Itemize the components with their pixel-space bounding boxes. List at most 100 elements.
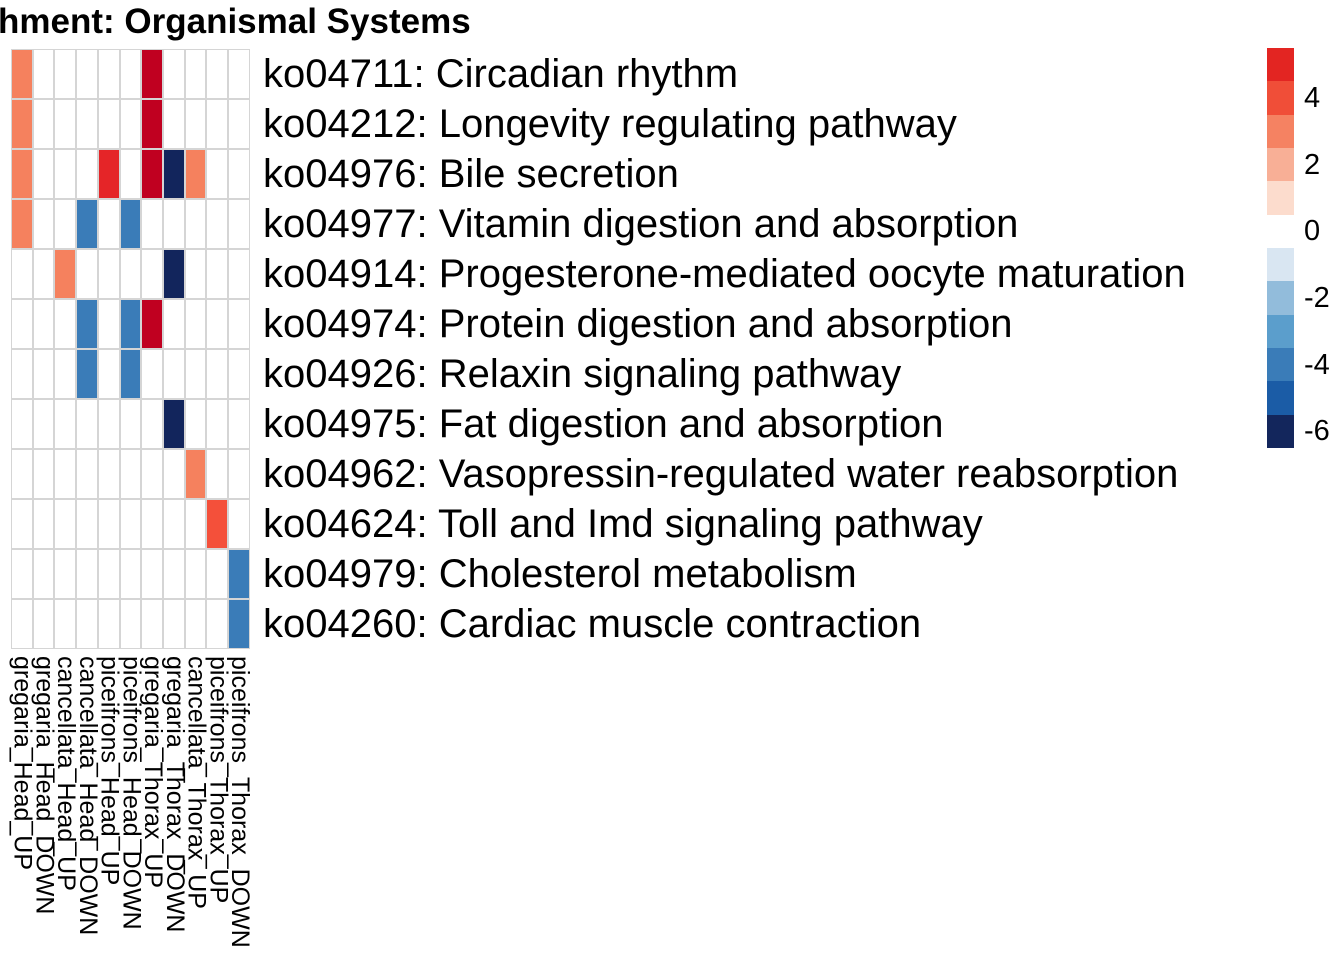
heatmap-cell — [97, 499, 120, 549]
heatmap-cell — [141, 99, 164, 149]
heatmap-cell — [163, 349, 185, 399]
heatmap-cell — [184, 349, 207, 399]
row-label: ko04624: Toll and Imd signaling pathway — [263, 502, 983, 546]
col-label: gregaria_Head_DOWN — [30, 656, 59, 915]
heatmap-cell — [119, 449, 142, 499]
legend-tick-label: 0 — [1304, 215, 1321, 248]
heatmap-cell — [97, 99, 120, 149]
legend-block — [1267, 347, 1294, 382]
row-label: ko04962: Vasopressin-regulated water rea… — [263, 452, 1179, 496]
heatmap-cell — [97, 349, 120, 399]
heatmap-cell — [228, 299, 250, 349]
heatmap-cell — [228, 199, 250, 249]
heatmap-cell — [228, 549, 250, 599]
heatmap-cell — [184, 199, 207, 249]
heatmap-cell — [119, 499, 142, 549]
legend-block — [1267, 414, 1294, 449]
legend-block — [1267, 247, 1294, 282]
heatmap-cell — [163, 449, 185, 499]
heatmap-cell — [163, 49, 185, 99]
heatmap-cell — [54, 349, 77, 399]
heatmap-cell — [228, 149, 250, 199]
heatmap-cell — [228, 449, 250, 499]
heatmap-cell — [76, 549, 98, 599]
col-label: cancellata_Head_UP — [52, 656, 81, 891]
row-label: ko04926: Relaxin signaling pathway — [263, 352, 902, 396]
heatmap-cell — [54, 49, 77, 99]
heatmap-cell — [76, 599, 98, 649]
heatmap-cell — [76, 99, 98, 149]
heatmap-cell — [163, 199, 185, 249]
heatmap-cell — [141, 349, 164, 399]
legend-tick-label: -6 — [1304, 415, 1330, 448]
heatmap-cell — [32, 599, 55, 649]
heatmap-cell — [119, 349, 142, 399]
heatmap-cell — [163, 249, 185, 299]
row-label: ko04914: Progesterone-mediated oocyte ma… — [263, 252, 1186, 296]
heatmap-cell — [32, 249, 55, 299]
heatmap-cell — [141, 399, 164, 449]
col-label: gregaria_Head_UP — [8, 656, 37, 871]
heatmap-cell — [76, 399, 98, 449]
heatmap-cell — [76, 199, 98, 249]
heatmap-cell — [184, 499, 207, 549]
heatmap-cell — [97, 199, 120, 249]
heatmap-cell — [119, 199, 142, 249]
heatmap-cell — [206, 299, 229, 349]
heatmap-cell — [119, 599, 142, 649]
heatmap-cell — [32, 149, 55, 199]
heatmap-cell — [184, 549, 207, 599]
heatmap-cell — [32, 299, 55, 349]
heatmap-cell — [119, 549, 142, 599]
legend-block — [1267, 181, 1294, 215]
col-label: piceifrons_Head_UP — [95, 656, 124, 886]
heatmap-cell — [184, 599, 207, 649]
col-label: piceifrons_Thorax_DOWN — [226, 656, 255, 948]
heatmap-cell — [54, 599, 77, 649]
legend-tick-label: 4 — [1304, 81, 1321, 114]
heatmap-cell — [11, 399, 33, 449]
heatmap-cell — [76, 299, 98, 349]
heatmap-cell — [206, 349, 229, 399]
heatmap-cell — [11, 449, 33, 499]
heatmap-cell — [184, 49, 207, 99]
heatmap-cell — [32, 499, 55, 549]
heatmap-cell — [11, 499, 33, 549]
heatmap-cell — [97, 299, 120, 349]
heatmap-cell — [141, 449, 164, 499]
col-label: cancellata_Head_DOWN — [73, 656, 102, 936]
heatmap-cell — [97, 399, 120, 449]
heatmap-cell — [184, 249, 207, 299]
heatmap-cell — [228, 99, 250, 149]
heatmap-cell — [76, 49, 98, 99]
heatmap-cell — [228, 349, 250, 399]
heatmap-cell — [97, 599, 120, 649]
row-label: ko04212: Longevity regulating pathway — [263, 102, 957, 146]
heatmap-cell — [97, 449, 120, 499]
heatmap-cell — [119, 99, 142, 149]
heatmap-cell — [228, 249, 250, 299]
heatmap-cell — [97, 149, 120, 199]
heatmap-cell — [206, 99, 229, 149]
heatmap-cell — [141, 49, 164, 99]
col-label: piceifrons_Thorax_UP — [204, 656, 233, 904]
legend-tick-label: -2 — [1304, 281, 1330, 314]
heatmap-cell — [32, 349, 55, 399]
legend-block — [1267, 147, 1294, 182]
heatmap-cell — [11, 599, 33, 649]
heatmap-cell — [206, 49, 229, 99]
heatmap-cell — [54, 449, 77, 499]
heatmap-cell — [141, 499, 164, 549]
legend-block — [1267, 381, 1294, 415]
heatmap-cell — [11, 199, 33, 249]
row-label: ko04976: Bile secretion — [263, 152, 679, 196]
heatmap-cell — [141, 249, 164, 299]
heatmap-cell — [54, 299, 77, 349]
heatmap-cell — [54, 99, 77, 149]
heatmap-cell — [228, 499, 250, 549]
heatmap-cell — [119, 249, 142, 299]
legend-tick-label: -4 — [1304, 348, 1330, 381]
heatmap-cell — [163, 299, 185, 349]
heatmap-cell — [97, 249, 120, 299]
